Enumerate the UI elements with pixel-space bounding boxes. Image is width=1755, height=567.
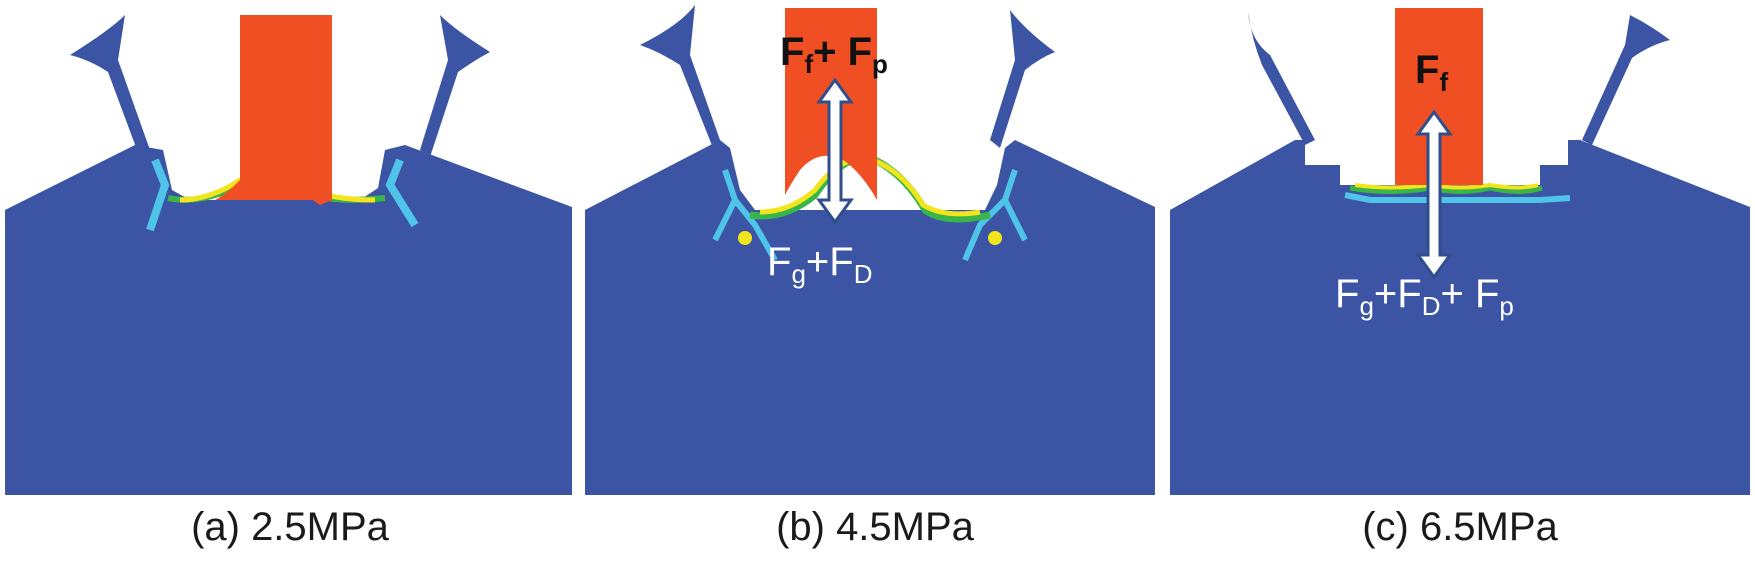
contour-spot xyxy=(988,231,1002,245)
burr-right xyxy=(420,15,490,157)
burr-left xyxy=(1248,12,1315,145)
contour-band xyxy=(1354,182,1539,190)
contour-band xyxy=(146,158,419,232)
upper-force-label: Ff+ Fp xyxy=(780,30,888,79)
force-arrow xyxy=(1415,109,1453,280)
burr-left xyxy=(640,5,720,148)
simulation-image-a xyxy=(5,15,572,495)
panel-a: (a) 2.5MPa xyxy=(0,0,580,567)
contour-band xyxy=(1349,185,1543,194)
burr-left xyxy=(70,15,150,158)
panel-caption: (a) 2.5MPa xyxy=(191,505,389,549)
burr-right xyxy=(990,10,1055,148)
contour-band xyxy=(712,169,1028,262)
simulation-image-c xyxy=(1170,8,1750,495)
upper-force-label: Ff xyxy=(1415,48,1449,97)
panel-caption: (b) 4.5MPa xyxy=(776,505,974,549)
punch-body xyxy=(240,15,332,200)
panel-c: Ff Fg+FD+ Fp (c) 6.5MPa xyxy=(1170,0,1750,567)
lower-force-label: Fg+FD xyxy=(767,240,873,289)
burr-right xyxy=(1582,15,1670,145)
substrate xyxy=(1170,140,1750,495)
panel-caption: (c) 6.5MPa xyxy=(1362,505,1558,549)
simulation-image-b xyxy=(585,5,1155,495)
force-arrow xyxy=(816,77,854,225)
panel-b: Ff+ Fp Fg+FD (b) 4.5MPa xyxy=(585,0,1165,567)
contour-spot xyxy=(738,231,752,245)
lower-force-label: Fg+FD+ Fp xyxy=(1335,272,1514,321)
substrate xyxy=(5,145,572,495)
contour-band xyxy=(1344,192,1571,203)
substrate xyxy=(585,140,1155,495)
